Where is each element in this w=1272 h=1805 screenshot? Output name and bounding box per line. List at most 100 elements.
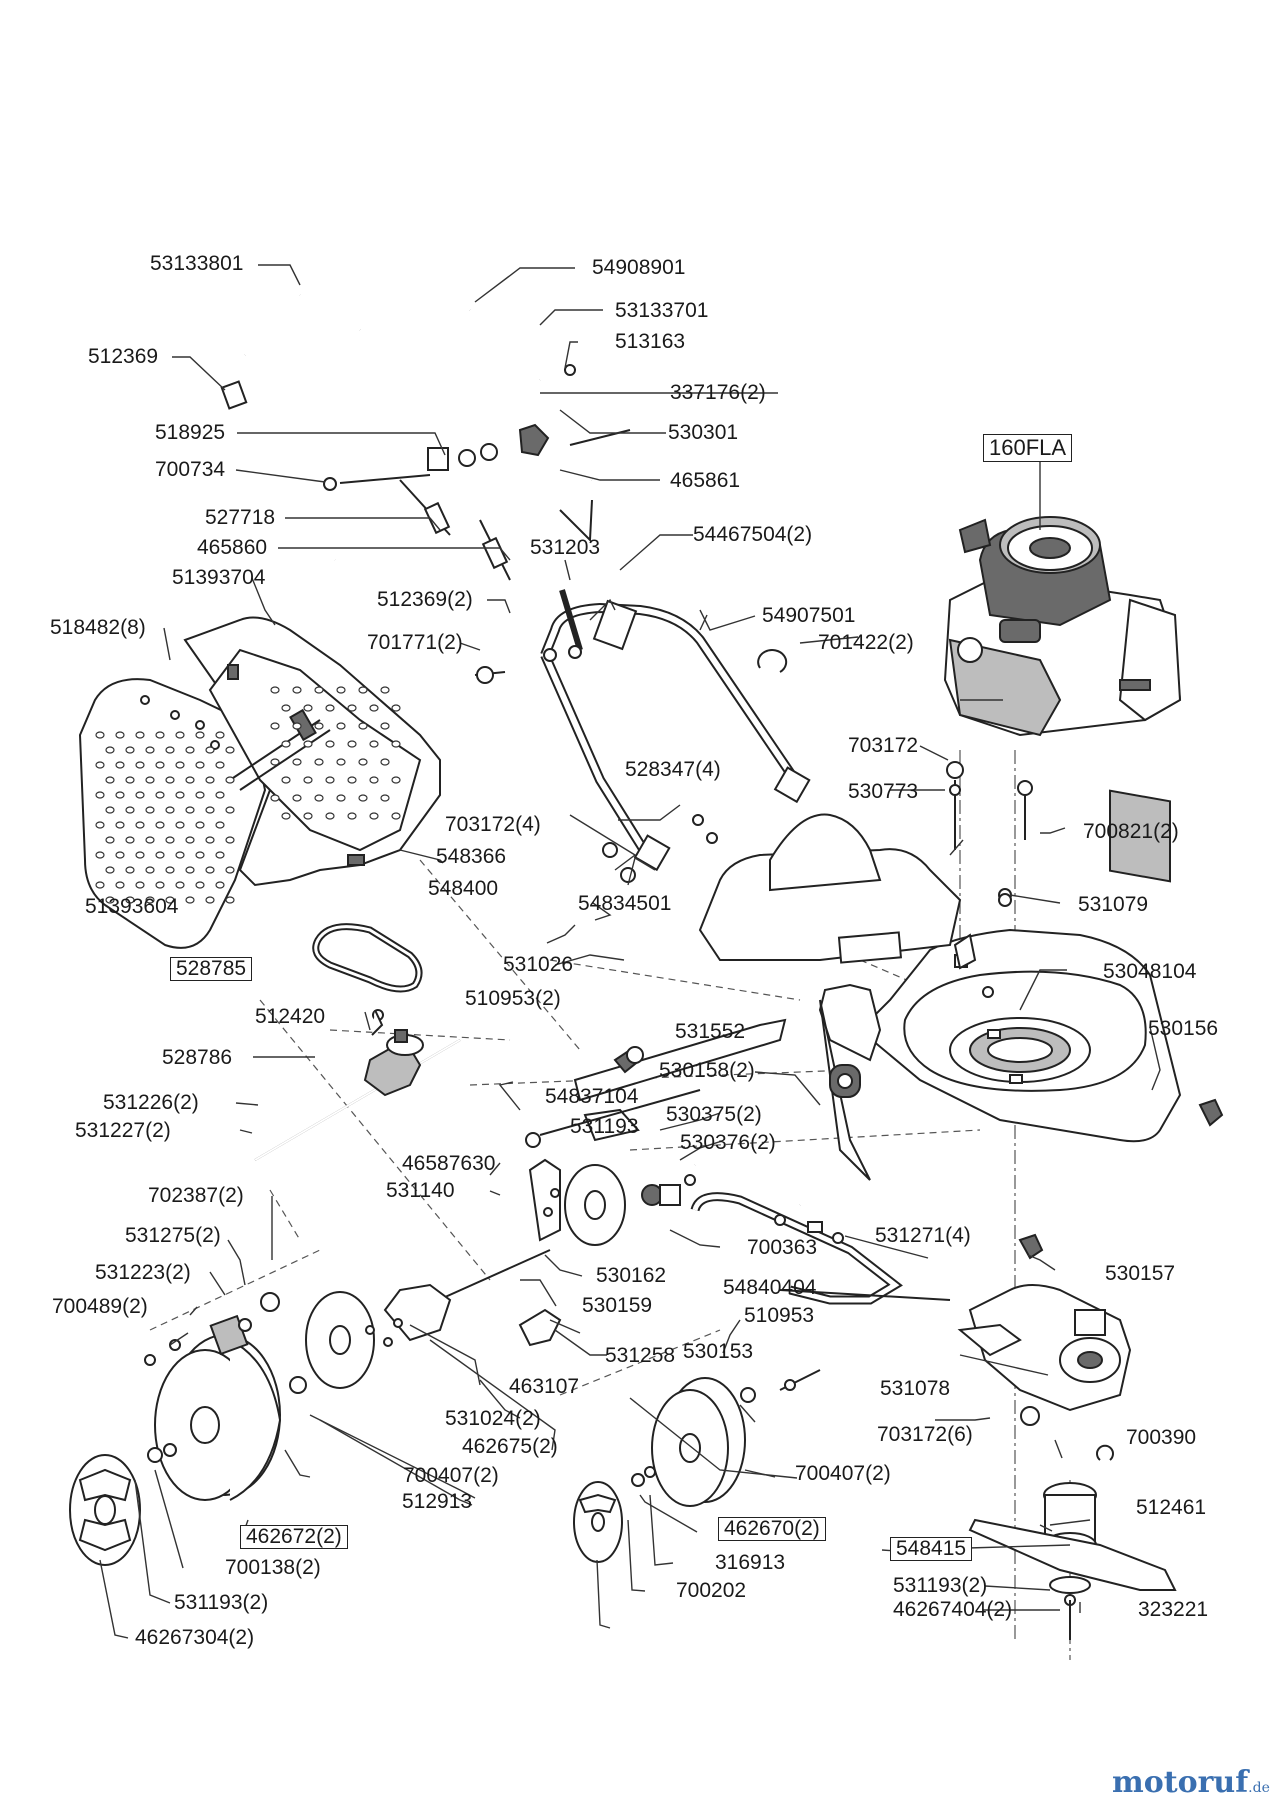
upper-handle: [220, 286, 631, 581]
part-label-700489-2: 700489(2): [52, 1295, 148, 1318]
part-label-53048104: 53048104: [1103, 960, 1197, 983]
part-label-531552: 531552: [675, 1020, 746, 1043]
part-label-701771-2: 701771(2): [367, 631, 463, 654]
watermark-logo: motoruf.de: [1112, 1765, 1270, 1800]
part-label-703172-6: 703172(6): [877, 1423, 973, 1446]
part-label-531026: 531026: [503, 953, 574, 976]
part-label-700202: 323221: [1138, 1598, 1209, 1621]
part-label-700407-2-front: 700407(2): [795, 1462, 891, 1485]
part-label-700363: 700363: [747, 1236, 818, 1259]
part-label-531226-2: 531226(2): [103, 1091, 199, 1114]
part-label-462672-2-boxed: 462672(2): [240, 1525, 348, 1549]
part-label-512369: 512369: [88, 345, 159, 368]
assembly-guide-lines: [149, 750, 1071, 1660]
part-label-531140: 531140: [386, 1179, 455, 1202]
part-label-337176-2: 337176(2): [670, 381, 766, 404]
part-label-465861: 465861: [670, 469, 741, 492]
part-label-548415-boxed: 548415: [890, 1537, 973, 1561]
part-label-528785-boxed: 528785: [170, 957, 253, 981]
part-label-531193: 531193: [570, 1115, 639, 1138]
part-label-530153: 530153: [683, 1340, 754, 1363]
part-label-512461: 512461: [1136, 1496, 1207, 1519]
part-label-700390: 700390: [1126, 1426, 1197, 1449]
part-label-54837104: 54837104: [545, 1085, 639, 1108]
part-label-46587630: 46587630: [402, 1152, 496, 1175]
part-label-702387-2: 702387(2): [148, 1184, 244, 1207]
engine-label: 160FLA: [983, 434, 1073, 462]
part-label-512420: 512420: [255, 1005, 326, 1028]
part-label-530773: 530773: [848, 780, 919, 803]
blade-assembly: [957, 1284, 1177, 1640]
part-label-700138-3: 700138(2): [225, 1556, 321, 1579]
part-label-323221: 46267404(2): [893, 1598, 1013, 1621]
leader-lines: [99, 264, 1161, 1639]
part-label-700138-2: 316913: [715, 1551, 786, 1574]
part-label-518925: 518925: [155, 421, 226, 444]
lower-handle: [474, 589, 811, 883]
part-label-528786: 528786: [162, 1046, 233, 1069]
part-label-54840404: 54840404: [723, 1276, 817, 1299]
part-label-530158-2: 530158(2): [659, 1059, 755, 1082]
part-label-530159: 530159: [582, 1294, 653, 1317]
part-label-531275-2: 531275(2): [125, 1224, 221, 1247]
part-label-531227-2: 531227(2): [75, 1119, 171, 1142]
part-label-531024-2: 531024(2): [445, 1407, 541, 1430]
part-label-510953: 510953: [744, 1304, 815, 1327]
part-label-701422-2: 701422(2): [818, 631, 914, 654]
part-label-518482-8: 518482(8): [50, 616, 146, 639]
part-label-54908901: 54908901: [592, 256, 686, 279]
part-label-462675-2: 462675(2): [462, 1435, 558, 1458]
part-label-51393704: 51393704: [172, 566, 266, 589]
rear-flap: [698, 761, 1033, 964]
part-label-548400: 548400: [428, 877, 499, 900]
part-label-54467504-2: 54467504(2): [693, 523, 813, 546]
height-lever: [690, 1192, 951, 1305]
rear-axle-assembly: [525, 1018, 861, 1246]
part-label-530301: 530301: [668, 421, 739, 444]
part-label-530376-2: 530376(2): [680, 1131, 776, 1154]
part-label-53133801: 53133801: [150, 252, 244, 275]
rear-wheel-assembly: [69, 1291, 375, 1566]
part-label-465860: 465860: [197, 536, 268, 559]
transmission: [254, 1009, 461, 1161]
part-label-700407-2-rear: 700407(2): [403, 1464, 499, 1487]
engine: [943, 516, 1182, 883]
drive-belt: [312, 923, 423, 993]
part-label-463107: 463107: [509, 1375, 580, 1398]
part-label-548366: 548366: [436, 845, 507, 868]
part-label-54834501: 54834501: [578, 892, 672, 915]
part-label-54907501: 54907501: [762, 604, 856, 627]
part-label-316913: 531193(2): [893, 1574, 988, 1597]
catcher-mesh-pattern: [95, 686, 401, 904]
part-label-531193-2-rear: 531193(2): [174, 1591, 269, 1614]
part-label-531193-2-front: 700202: [676, 1579, 747, 1602]
part-label-53133701: 53133701: [615, 299, 709, 322]
part-label-700821-2: 700821(2): [1083, 820, 1179, 843]
grass-catcher: [78, 616, 441, 949]
part-label-51393604: 51393604: [85, 895, 179, 918]
part-label-703172: 703172: [848, 734, 919, 757]
part-label-531079: 531079: [1078, 893, 1149, 916]
part-label-530375-2: 530375(2): [666, 1103, 762, 1126]
part-label-531223-2: 531223(2): [95, 1261, 191, 1284]
part-label-700734: 700734: [155, 458, 226, 481]
part-label-531258: 531258: [605, 1344, 676, 1367]
part-label-510953-2: 510953(2): [465, 987, 561, 1010]
part-label-46267404-2: 46267304(2): [135, 1626, 255, 1649]
part-label-512913: 512913: [402, 1490, 473, 1513]
part-label-530162: 530162: [596, 1264, 667, 1287]
part-label-462670-2-boxed: 462670(2): [718, 1517, 826, 1541]
part-label-531078: 531078: [880, 1377, 951, 1400]
part-label-703172-4: 703172(4): [445, 813, 541, 836]
part-label-530156: 530156: [1148, 1017, 1219, 1040]
part-label-528347-4: 528347(4): [625, 758, 721, 781]
mower-deck: [818, 888, 1224, 1260]
part-label-513163: 513163: [615, 330, 686, 353]
part-label-512369-2: 512369(2): [377, 588, 473, 611]
part-label-527718: 527718: [205, 506, 276, 529]
part-label-531271-4: 531271(4): [875, 1224, 971, 1247]
part-label-530157: 530157: [1105, 1262, 1176, 1285]
part-label-531203: 531203: [530, 536, 601, 559]
wheel-axle: [365, 1249, 562, 1347]
